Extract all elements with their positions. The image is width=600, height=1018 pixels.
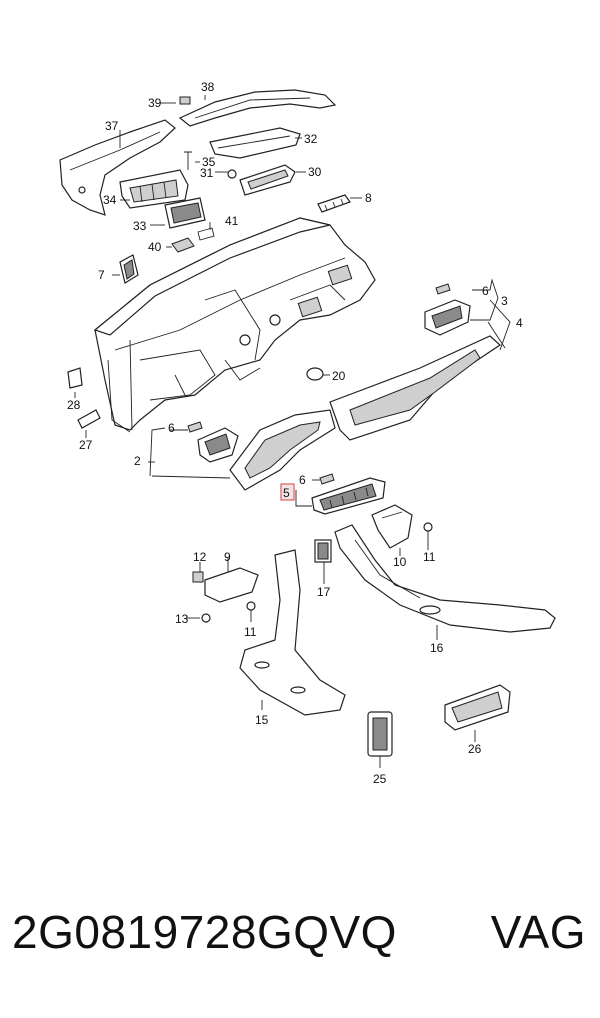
- callout: 4: [516, 316, 523, 330]
- part-32-cover: [209, 127, 301, 159]
- part-9-duct-piece: [204, 567, 259, 603]
- part-37-side-trim: [59, 119, 176, 216]
- callout: 11: [244, 625, 257, 639]
- callout: 26: [468, 742, 482, 756]
- part-6-clip-c: [319, 473, 335, 485]
- part-number: 2G0819728GQVQ: [12, 906, 397, 958]
- part-41-clip: [197, 227, 215, 241]
- callout: 6: [299, 473, 306, 487]
- part-5-center-vent: [311, 477, 386, 515]
- part-13-nut: [201, 613, 211, 623]
- part-26-tray: [444, 684, 511, 731]
- part-38-top-cover: [178, 89, 337, 127]
- parts-exploded-diagram: 2 3 4 5 6 6 6 7 8 9 10 11 11 12 13 15 16…: [59, 80, 556, 786]
- callout: 34: [103, 193, 117, 207]
- callout: 9: [224, 550, 231, 564]
- callout: 32: [304, 132, 318, 146]
- callout: 35: [202, 155, 216, 169]
- callout: 11: [423, 550, 436, 564]
- callout: 38: [201, 80, 215, 94]
- brand-label: VAG: [490, 906, 586, 958]
- part-20-knob: [306, 367, 324, 381]
- part-11-screw-a: [423, 522, 433, 532]
- part-6-clip-a: [435, 283, 451, 295]
- callout: 12: [193, 550, 207, 564]
- callout: 16: [430, 641, 444, 655]
- callout: 41: [225, 214, 239, 228]
- part-3-side-vent: [424, 299, 471, 336]
- callout: 8: [365, 191, 372, 205]
- dashboard-panel: [93, 217, 376, 433]
- part-33-grille: [164, 197, 206, 229]
- part-17-switch: [314, 539, 332, 563]
- part-4-trim-strip: [329, 335, 501, 441]
- part-31-clip: [227, 169, 237, 179]
- part-34-vent-housing: [119, 169, 189, 209]
- callout: 30: [308, 165, 322, 179]
- part-28-clip: [67, 367, 83, 389]
- part-7-side-vent: [119, 254, 139, 284]
- callout: 6: [168, 421, 175, 435]
- callout: 3: [501, 294, 508, 308]
- callout: 17: [317, 585, 331, 599]
- callout: 20: [332, 369, 346, 383]
- part-15-floor-duct: [239, 549, 346, 716]
- part-35-screw: [184, 151, 192, 170]
- callouts: 2 3 4 5 6 6 6 7 8 9 10 11 11 12 13 15 16…: [67, 80, 523, 786]
- callout: 15: [255, 713, 269, 727]
- part-11-screw-b: [246, 601, 256, 611]
- part-6-clip-b: [187, 421, 203, 433]
- callout: 37: [105, 119, 119, 133]
- callout: 28: [67, 398, 81, 412]
- callout: 7: [98, 268, 105, 282]
- leader-lines: [74, 95, 511, 768]
- part-39-clip: [179, 96, 191, 105]
- part-27-connector: [77, 409, 101, 429]
- part-10-duct-elbow: [371, 504, 413, 549]
- part-16-air-duct: [334, 524, 556, 633]
- part-2-cluster-trim: [197, 409, 336, 491]
- part-25-vent: [367, 711, 393, 757]
- part-8-grille: [317, 194, 351, 213]
- callout: 40: [148, 240, 162, 254]
- callout: 10: [393, 555, 407, 569]
- callout: 25: [373, 772, 387, 786]
- callout: 13: [175, 612, 189, 626]
- part-12-bracket: [192, 571, 204, 583]
- part-30-vent: [239, 164, 296, 196]
- footer: 2G0819728GQVQ VAG: [0, 905, 600, 985]
- callout: 6: [482, 284, 489, 298]
- callout: 31: [200, 166, 214, 180]
- callout: 27: [79, 438, 93, 452]
- callout: 5: [283, 486, 290, 500]
- callout: 33: [133, 219, 147, 233]
- callout: 2: [134, 454, 141, 468]
- part-40-clip: [171, 237, 195, 253]
- callout: 39: [148, 96, 162, 110]
- callout-5-highlight: [280, 483, 295, 501]
